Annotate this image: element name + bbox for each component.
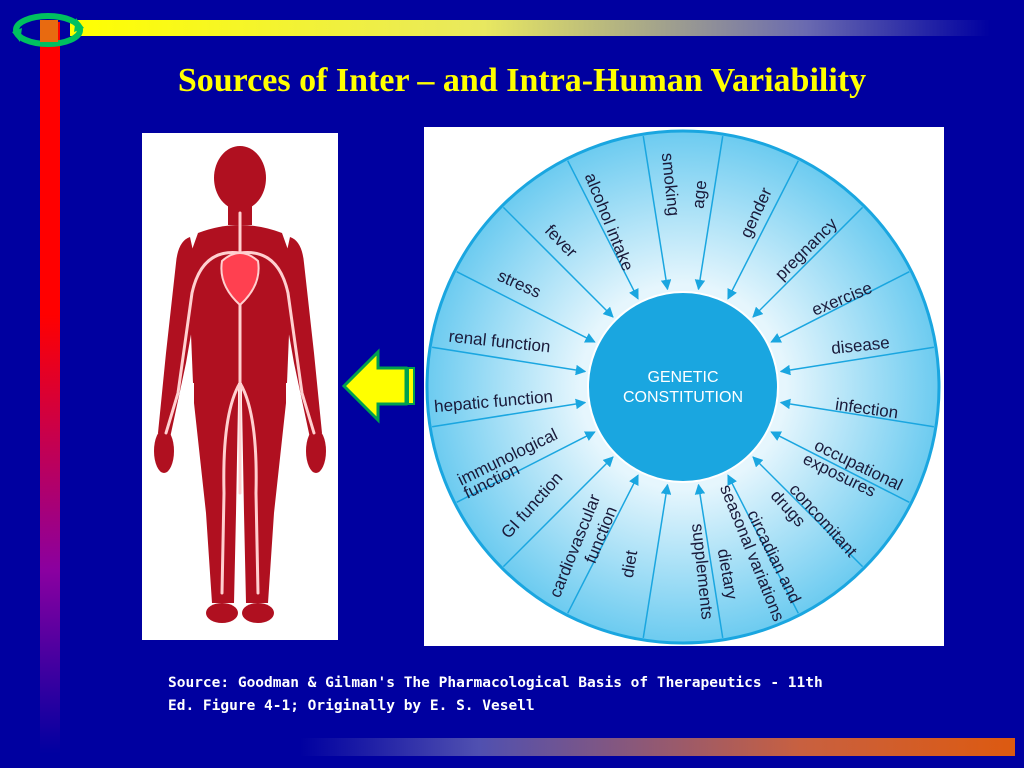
- wheel-spoke-arrow: [642, 483, 672, 638]
- wheel-spoke-arrow: [567, 160, 639, 300]
- human-body-illustration: [154, 146, 326, 623]
- top-gradient-bar: [70, 20, 990, 36]
- source-line-2: Ed. Figure 4-1; Originally by E. S. Vese…: [168, 698, 535, 714]
- wheel-spoke-arrow: [779, 346, 934, 376]
- source-citation: Source: Goodman & Gilman's The Pharmacol…: [168, 672, 943, 718]
- wheel-spoke-arrow: [694, 483, 724, 638]
- variability-wheel: GENETIC CONSTITUTION alcohol intake smok…: [425, 129, 941, 645]
- variability-wheel-panel: GENETIC CONSTITUTION alcohol intake smok…: [424, 127, 944, 646]
- genetic-constitution-hub: [587, 291, 779, 483]
- wheel-spoke-arrow: [752, 206, 864, 318]
- left-arrow-icon: [341, 348, 415, 424]
- wheel-spoke-arrow: [727, 160, 799, 300]
- wheel-spoke-arrow: [456, 271, 596, 343]
- wheel-spoke-arrow: [770, 431, 910, 503]
- wheel-spoke-arrow: [752, 456, 864, 568]
- source-line-1: Source: Goodman & Gilman's The Pharmacol…: [168, 675, 823, 691]
- wheel-spoke-arrow: [456, 431, 596, 503]
- wheel-spoke-arrow: [502, 456, 614, 568]
- wheel-spoke-arrow: [694, 136, 724, 291]
- wheel-spoke-arrow: [770, 271, 910, 343]
- wheel-spoke-arrow: [567, 474, 639, 614]
- bottom-gradient-bar: [300, 738, 1015, 756]
- factor-age: age: [689, 179, 711, 209]
- wheel-spoke-arrow: [432, 346, 587, 376]
- wheel-spoke-arrow: [727, 474, 799, 614]
- wheel-spoke-arrow: [502, 206, 614, 318]
- wheel-spoke-arrow: [779, 398, 934, 428]
- wheel-spoke-arrow: [642, 136, 672, 291]
- human-body-panel: [142, 133, 338, 640]
- center-label-line1: GENETIC: [647, 369, 718, 386]
- factor-diet: diet: [618, 549, 642, 580]
- slide-title: Sources of Inter – and Intra-Human Varia…: [177, 62, 867, 99]
- center-label-line2: CONSTITUTION: [623, 389, 743, 406]
- left-gradient-bar: [40, 22, 60, 754]
- cycle-logo-icon: [12, 13, 84, 47]
- wheel-spokes: [432, 136, 934, 638]
- wheel-spoke-arrow: [432, 398, 587, 428]
